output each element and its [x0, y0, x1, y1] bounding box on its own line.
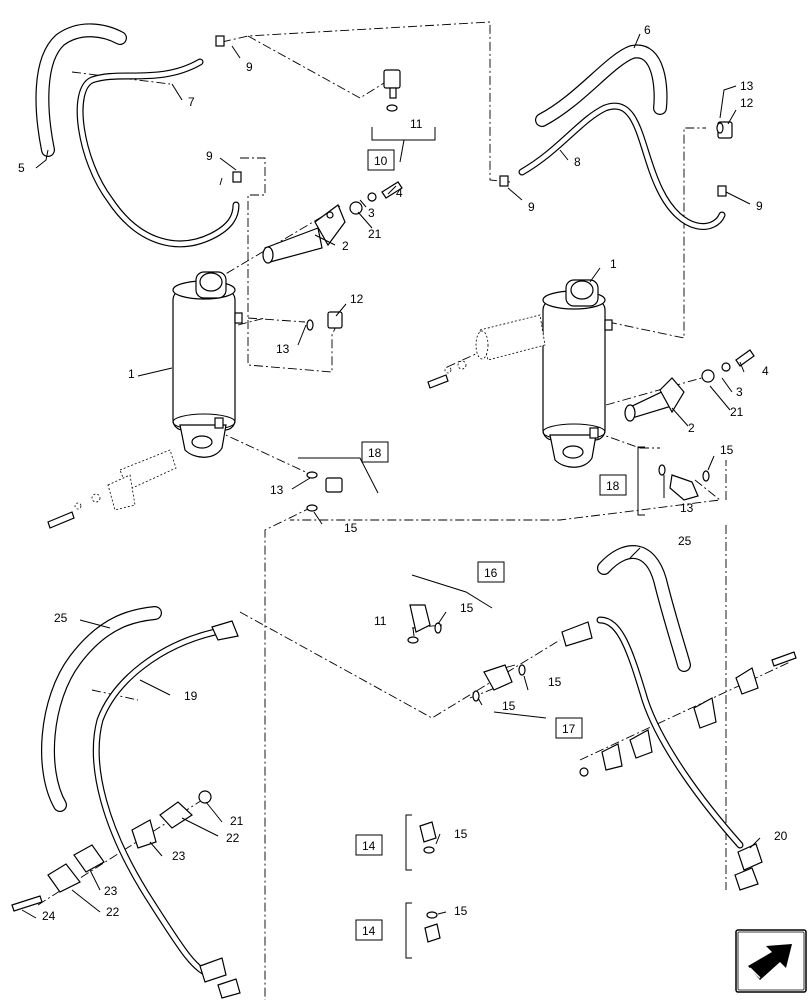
kit-box-10: 10	[367, 149, 395, 171]
callout-4: 4	[762, 364, 769, 378]
tube-20	[596, 616, 744, 849]
hose-5	[35, 23, 127, 157]
svg-text:16: 16	[484, 566, 498, 580]
fittings	[199, 35, 763, 999]
callout-15: 15	[344, 521, 358, 535]
callout-1: 1	[128, 367, 135, 381]
loose-parts	[306, 122, 724, 943]
callout-25: 25	[678, 534, 692, 548]
kit-box-14: 14	[355, 919, 383, 941]
callout-15: 15	[502, 699, 516, 713]
callout-13: 13	[680, 501, 694, 515]
callout-20: 20	[774, 829, 788, 843]
callout-15: 15	[548, 675, 562, 689]
svg-text:14: 14	[362, 924, 376, 938]
ghost-pin-right	[427, 314, 546, 389]
pin-right	[624, 377, 685, 422]
hose-25-right	[597, 545, 691, 672]
kit-box-17: 17	[555, 717, 583, 739]
svg-text:18: 18	[606, 479, 620, 493]
callout-22: 22	[226, 831, 240, 845]
callout-11: 11	[410, 117, 423, 131]
callout-19: 19	[184, 689, 198, 703]
callout-9: 9	[528, 200, 535, 214]
leader-lines	[21, 33, 761, 919]
callout-5: 5	[18, 161, 25, 175]
svg-text:18: 18	[368, 446, 382, 460]
callout-13: 13	[270, 483, 284, 497]
callout-13: 13	[740, 79, 754, 93]
routing-lines	[37, 21, 791, 1000]
callout-21: 21	[368, 227, 382, 241]
callout-8: 8	[574, 155, 581, 169]
svg-text:14: 14	[362, 839, 376, 853]
callout-12: 12	[350, 292, 364, 306]
callout-2: 2	[688, 421, 695, 435]
callout-9: 9	[756, 199, 763, 213]
callout-13: 13	[276, 342, 290, 356]
callout-21: 21	[730, 405, 744, 419]
callout-3: 3	[368, 206, 375, 220]
callout-15: 15	[454, 827, 468, 841]
hose-25-left	[41, 606, 162, 812]
callout-21: 21	[230, 814, 244, 828]
callout-15: 15	[454, 904, 468, 918]
kit-box-18: 18	[361, 441, 389, 463]
callout-labels: 9 7 5 9 4 3 21 2 1 12 13 11 6 8 9 13 12 …	[18, 23, 788, 923]
callout-22: 22	[106, 905, 120, 919]
callout-23: 23	[172, 849, 186, 863]
callout-3: 3	[736, 385, 743, 399]
callout-25: 25	[54, 611, 68, 625]
svg-text:17: 17	[562, 722, 576, 736]
kit-box-14: 14	[355, 834, 383, 856]
callout-23: 23	[104, 884, 118, 898]
kit-box-18: 18	[599, 474, 627, 496]
hose-6	[535, 44, 668, 127]
callout-4: 4	[396, 186, 403, 200]
callout-2: 2	[342, 239, 349, 253]
pin-left	[262, 204, 346, 264]
ghost-pin-left	[47, 449, 177, 529]
kit-box-16: 16	[477, 561, 505, 583]
navigation-arrow-icon[interactable]	[735, 929, 807, 993]
cylinder-left	[172, 271, 243, 458]
tube-7	[76, 58, 240, 248]
cylinder-right	[542, 279, 613, 468]
callout-9: 9	[246, 60, 253, 74]
callout-15: 15	[720, 443, 734, 457]
callout-9: 9	[206, 149, 213, 163]
clamps-left	[11, 801, 193, 912]
callout-11: 11	[374, 614, 387, 628]
callout-1: 1	[610, 257, 617, 271]
svg-text:10: 10	[374, 154, 388, 168]
tube-19	[92, 628, 219, 979]
callout-12: 12	[740, 96, 754, 110]
brackets	[298, 127, 645, 959]
callout-6: 6	[644, 23, 651, 37]
callout-7: 7	[188, 95, 195, 109]
tube-8	[518, 102, 726, 230]
callout-24: 24	[42, 909, 56, 923]
callout-15: 15	[460, 601, 474, 615]
clamps-right	[579, 651, 797, 777]
